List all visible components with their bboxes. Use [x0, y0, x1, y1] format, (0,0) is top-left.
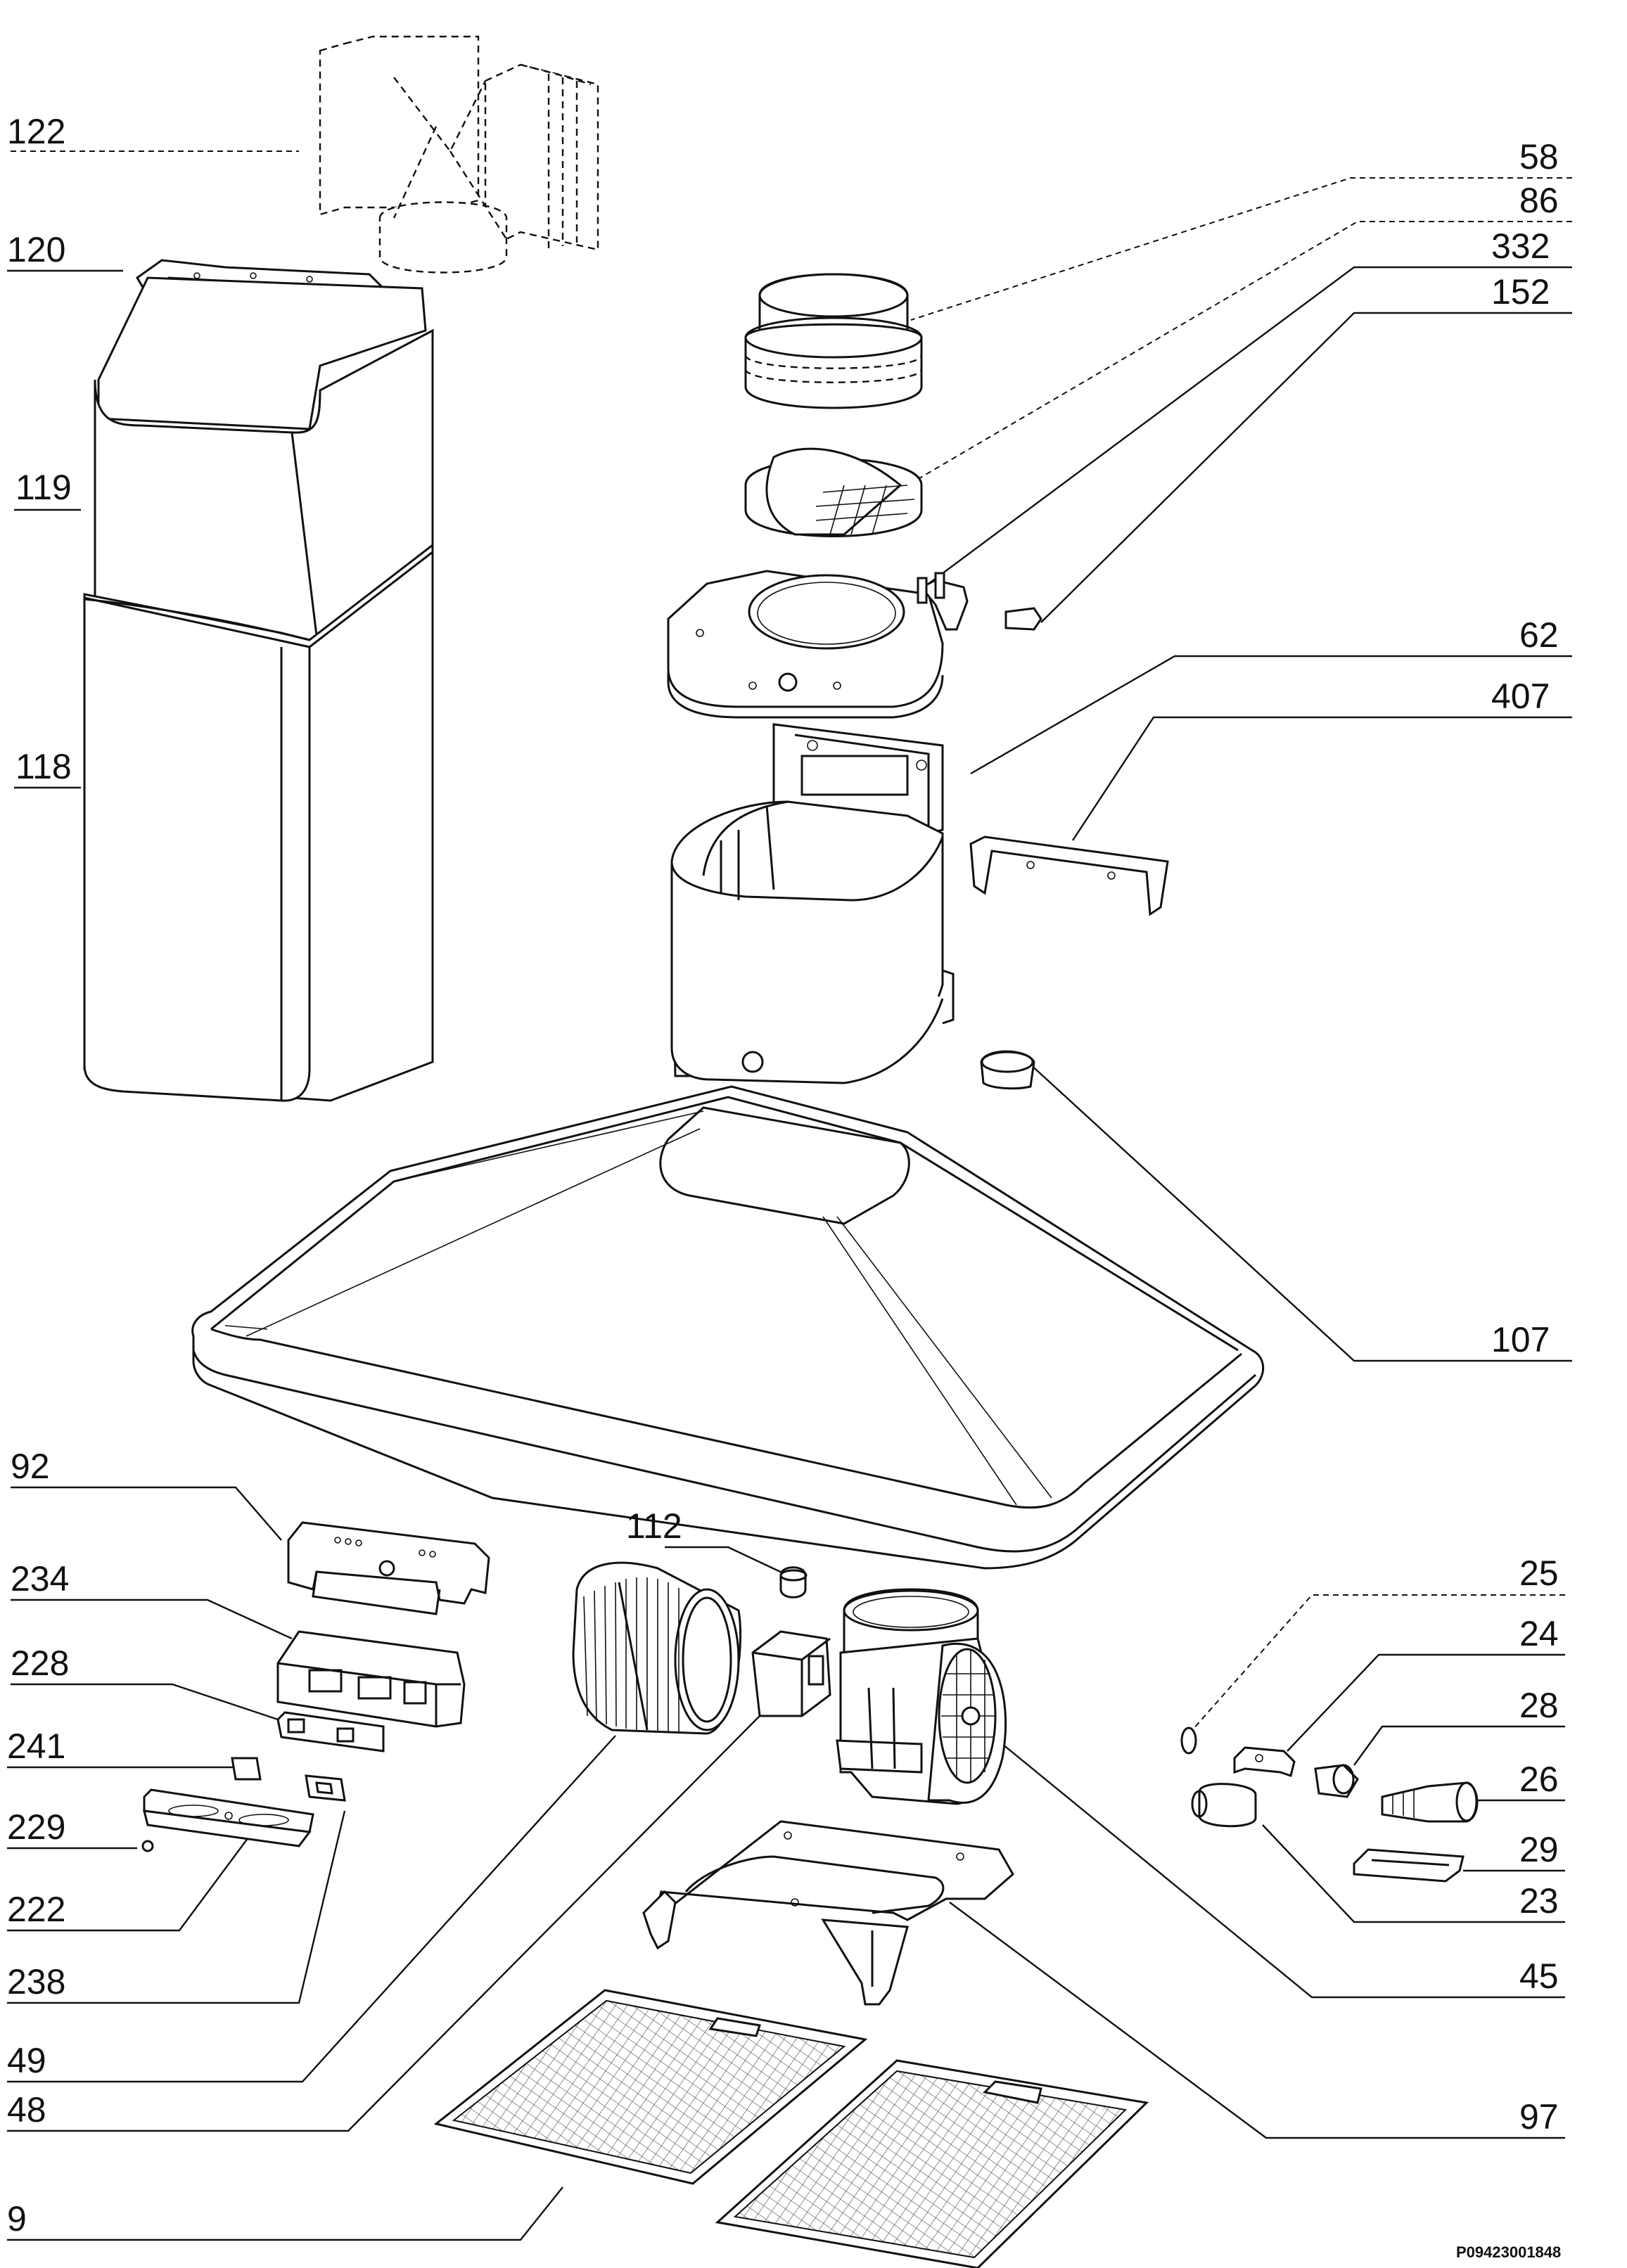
part-label-45: 45	[1519, 1956, 1559, 1996]
part-label-228: 228	[11, 1644, 70, 1683]
grease-filters-9	[433, 1989, 1149, 2268]
part-label-122: 122	[7, 112, 66, 151]
top-plate-332	[667, 570, 1042, 719]
lens-29	[1353, 1848, 1465, 1883]
part-label-107: 107	[1491, 1320, 1550, 1359]
part-label-92: 92	[11, 1447, 50, 1486]
capacitor-48	[751, 1630, 831, 1717]
part-label-28: 28	[1519, 1686, 1559, 1725]
lamp-parts	[1180, 1726, 1479, 1883]
knob-229	[141, 1840, 154, 1852]
part-label-29: 29	[1519, 1830, 1559, 1869]
air-guide-122	[319, 35, 599, 274]
part-label-49: 49	[7, 2041, 46, 2080]
small-parts-241-238	[231, 1757, 346, 1802]
part-label-112: 112	[626, 1506, 682, 1546]
sleeve-23	[1198, 1783, 1257, 1828]
part-label-241: 241	[7, 1726, 66, 1766]
bracket-92	[287, 1521, 490, 1615]
part-label-234: 234	[11, 1559, 70, 1599]
drawing-code: P09423001848	[1456, 2243, 1562, 2261]
part-label-120: 120	[7, 230, 66, 269]
fan-wheel-49	[572, 1561, 742, 1735]
part-label-152: 152	[1491, 272, 1550, 312]
hood-canopy	[191, 1085, 1265, 1570]
o-ring-25	[1180, 1726, 1197, 1755]
filter-frame-97	[642, 1820, 1014, 2006]
part-label-118: 118	[15, 747, 72, 786]
part-label-48: 48	[7, 2090, 46, 2129]
part-label-26: 26	[1519, 1760, 1559, 1799]
motor-housing-62	[670, 723, 955, 1084]
part-label-222: 222	[7, 1890, 66, 1929]
grommet-112	[779, 1566, 808, 1599]
part-label-23: 23	[1519, 1881, 1559, 1921]
switch-board-228	[276, 1711, 385, 1753]
collar-58-86	[744, 273, 923, 537]
part-label-24: 24	[1519, 1614, 1559, 1653]
part-label-238: 238	[7, 1962, 66, 2001]
front-panel-222	[141, 1788, 314, 1852]
clip-107	[980, 1050, 1035, 1090]
holder-24	[1233, 1746, 1296, 1777]
control-housing-234	[276, 1630, 466, 1728]
leader-lines	[7, 150, 1572, 2241]
lamp-26	[1381, 1781, 1479, 1823]
part-label-62: 62	[1519, 615, 1559, 655]
part-label-86: 86	[1519, 181, 1559, 220]
part-label-58: 58	[1519, 137, 1559, 177]
part-label-407: 407	[1491, 677, 1550, 716]
motor-45	[836, 1588, 1007, 1805]
part-label-25: 25	[1519, 1553, 1559, 1593]
rail-407	[969, 835, 1169, 916]
part-label-9: 9	[7, 2199, 27, 2238]
part-label-229: 229	[7, 1807, 66, 1847]
part-label-97: 97	[1519, 2097, 1559, 2136]
chimney-119-118	[83, 276, 434, 1102]
part-label-332: 332	[1491, 226, 1550, 266]
part-label-119: 119	[15, 468, 72, 507]
